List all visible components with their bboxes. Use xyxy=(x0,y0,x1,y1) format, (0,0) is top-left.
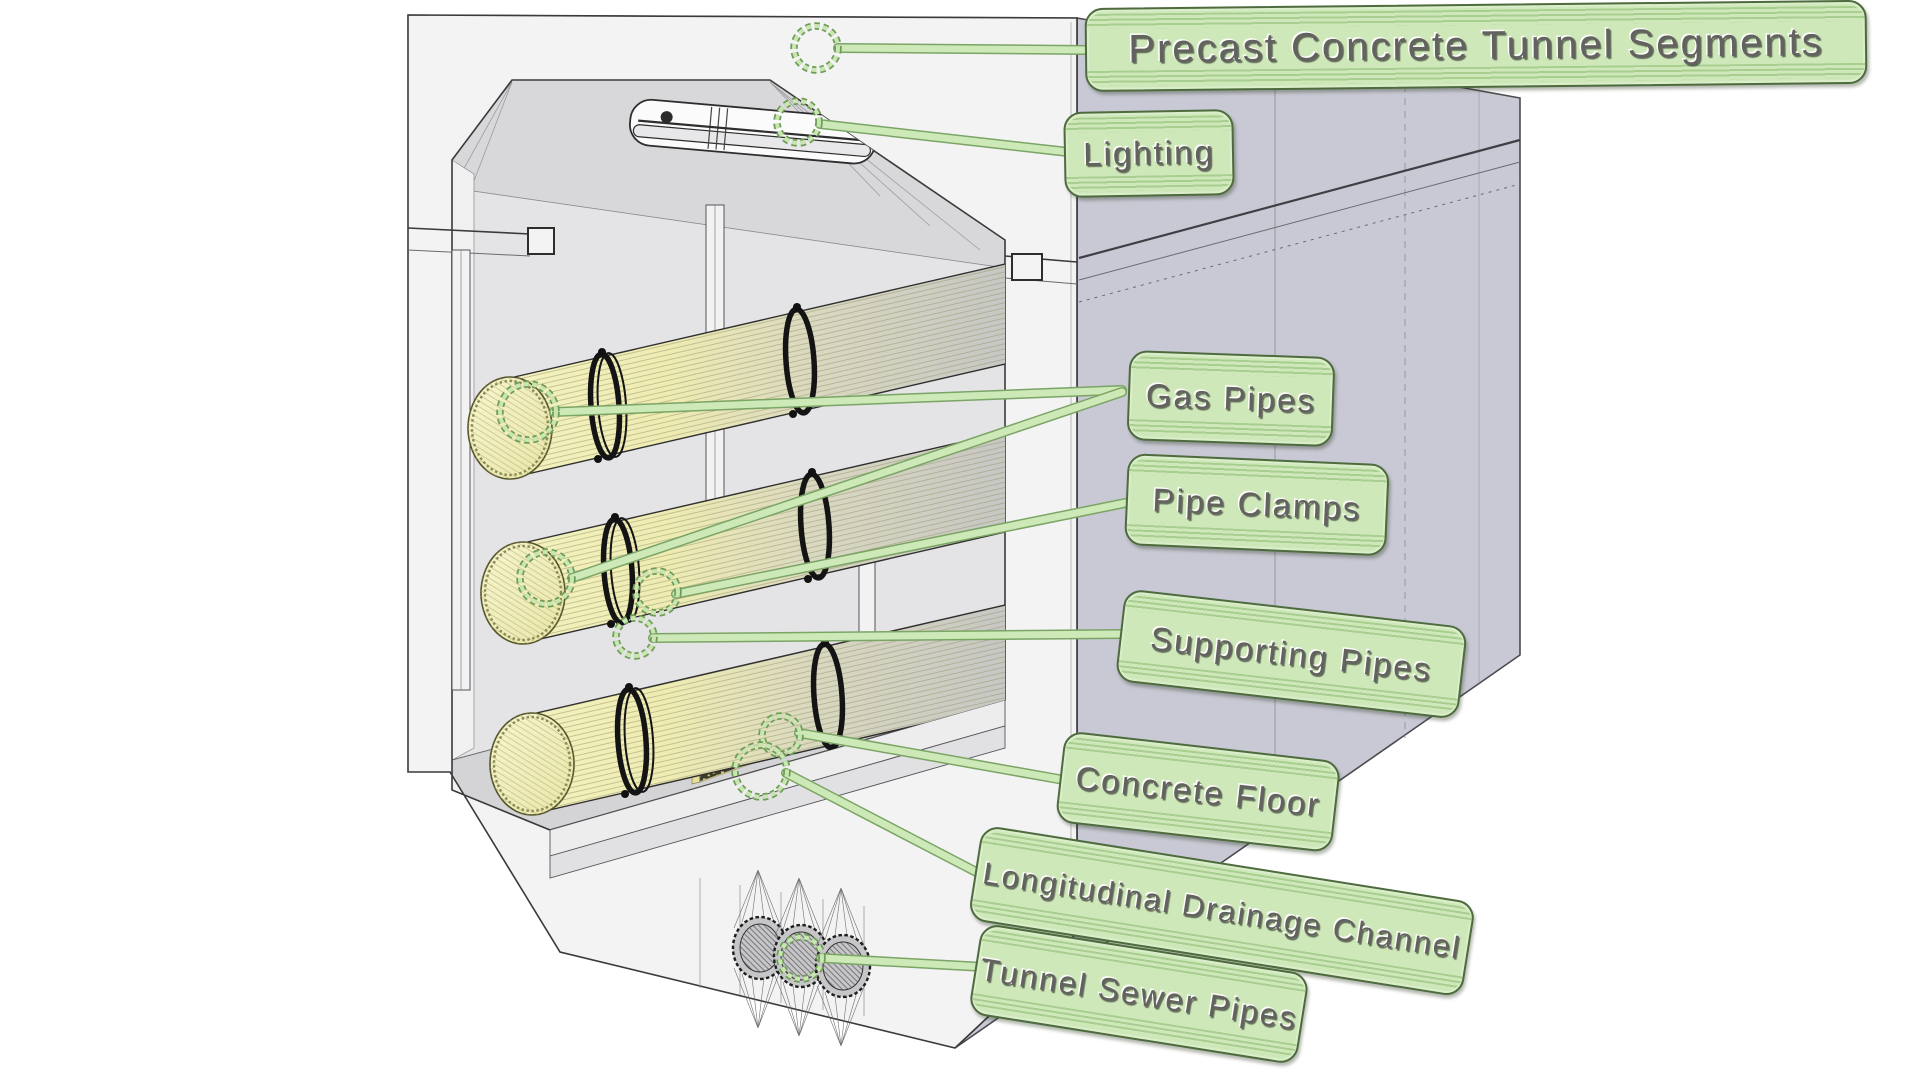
leader-lines xyxy=(549,43,1135,973)
leader-sewer xyxy=(816,953,1007,973)
label-text: Gas Pipes xyxy=(1145,376,1317,420)
callout-circle-supporting-pipes xyxy=(612,614,658,660)
leader-supporting-pipes xyxy=(648,629,1131,643)
label-text: Concrete Floor xyxy=(1073,758,1323,824)
gas-pipe-middle xyxy=(480,431,1005,645)
gas-pipe-top xyxy=(467,263,1005,480)
label-text: Lighting xyxy=(1082,133,1216,173)
label-text: Supporting Pipes xyxy=(1148,619,1435,688)
callout-circle-sewer xyxy=(776,933,826,983)
label-lighting: Lighting xyxy=(1063,109,1235,198)
label-text: Precast Concrete Tunnel Segments xyxy=(1128,19,1824,72)
callout-rings xyxy=(496,22,842,983)
callout-circle-concrete-floor xyxy=(758,712,804,758)
callout-circle-gas-top xyxy=(496,380,560,444)
gas-pipe-bottom xyxy=(489,604,1005,816)
callout-circle-drainage xyxy=(731,741,791,801)
label-text: Pipe Clamps xyxy=(1151,481,1363,528)
label-pipe-clamps: Pipe Clamps xyxy=(1123,453,1390,557)
leader-drainage xyxy=(781,768,989,881)
callout-circle-gas-middle xyxy=(516,548,576,608)
callout-circle-precast xyxy=(790,22,842,74)
leader-concrete-floor xyxy=(794,728,1069,785)
callout-circle-pipe-clamps xyxy=(632,567,682,617)
subfloor-cross-section xyxy=(549,699,1006,1047)
label-precast-concrete-tunnel-segments: Precast Concrete Tunnel Segments xyxy=(1084,0,1868,92)
callout-circle-lighting xyxy=(773,97,823,147)
label-gas-pipes: Gas Pipes xyxy=(1126,350,1336,448)
leader-gas-middle xyxy=(567,387,1127,583)
leader-gas-top xyxy=(549,385,1127,417)
leader-pipe-clamps xyxy=(671,497,1135,599)
leader-lighting xyxy=(815,119,1073,157)
leader-precast xyxy=(833,43,1095,55)
